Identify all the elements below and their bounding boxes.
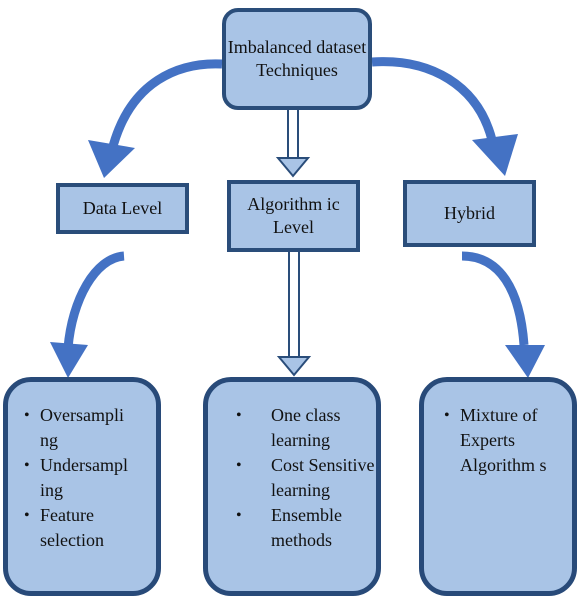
list-item-text: Mixture of Experts Algorithm s	[460, 405, 547, 475]
algorithmic-level-node: Algorithm ic Level	[227, 180, 360, 252]
list-item-text: Undersampl ing	[40, 455, 128, 500]
list-item-text: Cost Sensitive learning	[271, 455, 375, 500]
list-item-text: One class learning	[271, 405, 341, 450]
algorithmic-level-leaf: One class learning Cost Sensitive learni…	[203, 377, 381, 596]
list-item-text: Feature selection	[40, 505, 104, 550]
arrowhead-hybrid	[472, 134, 518, 176]
hybrid-label: Hybrid	[444, 203, 495, 223]
list-item-text: Ensemble methods	[271, 505, 342, 550]
hybrid-leaf: Mixture of Experts Algorithm s	[419, 377, 577, 596]
data-level-list: Oversampli ng Undersampl ing Feature sel…	[24, 403, 146, 553]
hybrid-node: Hybrid	[403, 180, 536, 247]
list-item: Mixture of Experts Algorithm s	[444, 403, 564, 478]
list-item-text: Oversampli ng	[40, 405, 124, 450]
data-level-node: Data Level	[56, 183, 189, 234]
root-node-label: Imbalanced dataset Techniques	[227, 37, 367, 80]
data-level-label: Data Level	[82, 198, 163, 218]
arrow-root-to-hybrid	[371, 57, 497, 142]
arrowhead-hybrid-leaf	[505, 345, 545, 378]
data-level-leaf: Oversampli ng Undersampl ing Feature sel…	[3, 377, 161, 596]
arrow-data-level-to-leaf	[63, 251, 125, 349]
list-item: Feature selection	[24, 503, 146, 553]
arrow-hybrid-to-leaf	[461, 251, 529, 346]
arrowhead-data-leaf	[50, 342, 88, 378]
list-item: Undersampl ing	[24, 453, 146, 503]
algorithmic-level-label: Algorithm ic Level	[247, 194, 340, 237]
algorithmic-level-list: One class learning Cost Sensitive learni…	[236, 403, 376, 553]
arrow-root-to-algorithmic-level	[275, 110, 311, 178]
hybrid-list: Mixture of Experts Algorithm s	[444, 403, 564, 478]
list-item: Oversampli ng	[24, 403, 146, 453]
arrow-root-to-data-level	[107, 59, 223, 152]
arrowhead-data-level	[88, 140, 135, 178]
root-node: Imbalanced dataset Techniques	[222, 8, 372, 110]
list-item: One class learning	[236, 403, 376, 453]
arrow-algorithmic-to-leaf	[276, 252, 312, 377]
list-item: Ensemble methods	[236, 503, 376, 553]
list-item: Cost Sensitive learning	[236, 453, 376, 503]
